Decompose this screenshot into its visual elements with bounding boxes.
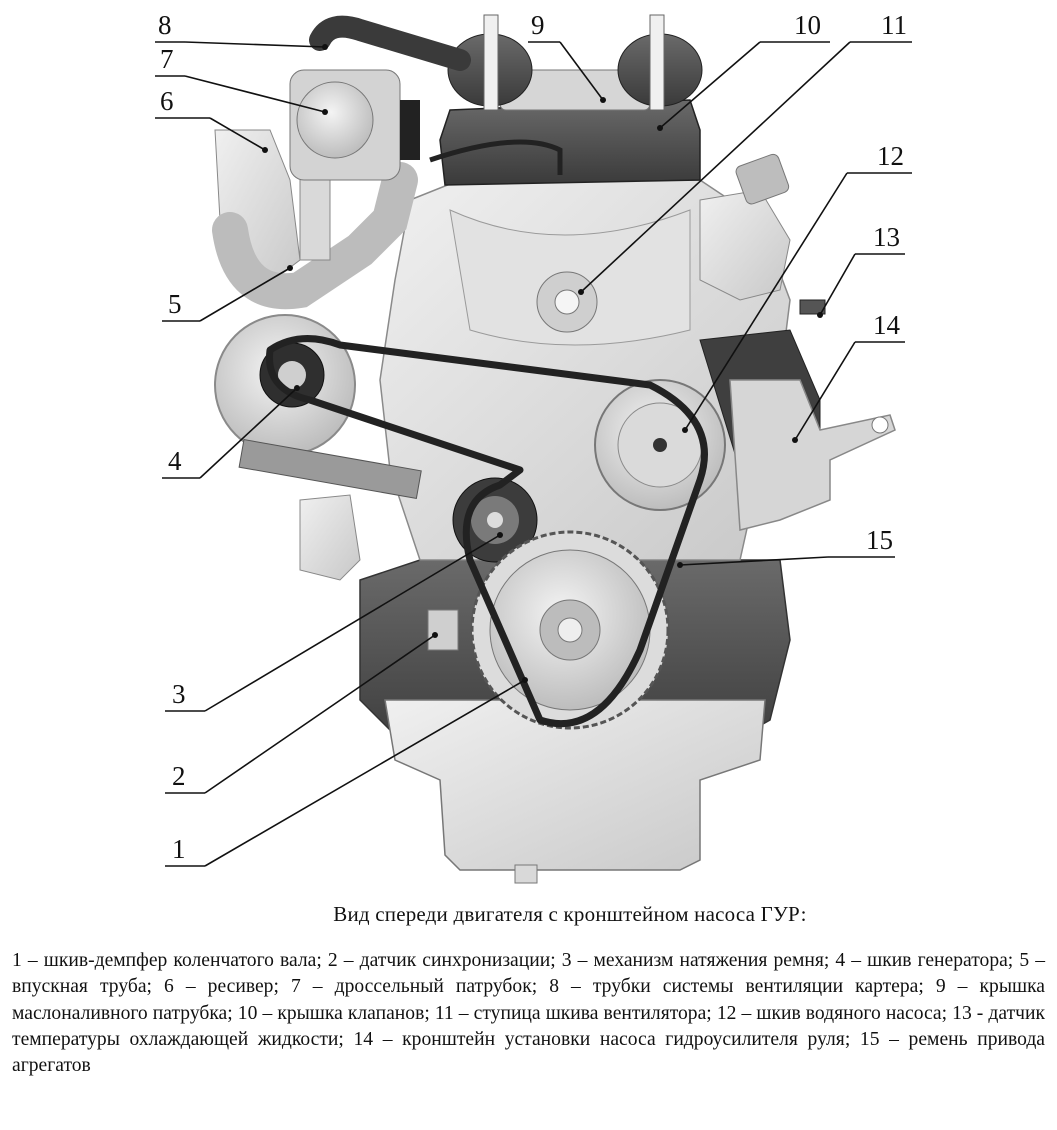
- leader-dot-13: [817, 312, 823, 318]
- callout-number-12: 12: [877, 141, 904, 171]
- callout-number-9: 9: [531, 10, 545, 40]
- leader-dot-11: [578, 289, 584, 295]
- callout-4: 4: [162, 385, 300, 479]
- leader-line-4: [199, 387, 298, 479]
- callout-number-4: 4: [168, 446, 182, 476]
- crankcase-vent-hose: [309, 15, 471, 71]
- callout-11: 11: [578, 10, 912, 295]
- callout-number-5: 5: [168, 289, 182, 319]
- leader-line-3: [204, 534, 501, 712]
- leader-dot-6: [262, 147, 268, 153]
- leader-dot-10: [657, 125, 663, 131]
- leader-dot-9: [600, 97, 606, 103]
- leader-dot-4: [294, 385, 300, 391]
- leader-dot-14: [792, 437, 798, 443]
- callout-number-6: 6: [160, 86, 174, 116]
- leader-dot-7: [322, 109, 328, 115]
- accessory-belt: [266, 335, 708, 728]
- callout-number-10: 10: [794, 10, 821, 40]
- leader-dot-12: [682, 427, 688, 433]
- engine-illustration: [212, 14, 896, 884]
- callout-6: 6: [155, 86, 268, 153]
- callout-3: 3: [165, 532, 503, 712]
- callout-2: 2: [165, 632, 438, 794]
- callout-1: 1: [165, 677, 528, 867]
- figure-legend: 1 – шкив-демпфер коленчатого вала; 2 – д…: [12, 950, 1045, 1077]
- callout-8: 8: [155, 10, 328, 50]
- callout-14: 14: [792, 310, 905, 443]
- leader-dot-8: [322, 44, 328, 50]
- valve-cover: [439, 99, 701, 186]
- leader-line-15: [679, 556, 829, 566]
- figure-caption: Вид спереди двигателя с кронштейном насо…: [333, 902, 807, 926]
- leader-line-12: [684, 172, 848, 431]
- callout-15: 15: [677, 525, 895, 568]
- callout-7: 7: [155, 44, 328, 115]
- callout-number-1: 1: [172, 834, 186, 864]
- callout-number-15: 15: [866, 525, 893, 555]
- leader-line-5: [199, 267, 291, 322]
- sync-sensor: [427, 609, 459, 651]
- leader-dot-1: [522, 677, 528, 683]
- leader-line-8: [184, 41, 326, 48]
- callout-13: 13: [817, 222, 905, 318]
- leader-line-1: [204, 679, 526, 867]
- callout-number-8: 8: [158, 10, 172, 40]
- callout-12: 12: [682, 141, 912, 433]
- callout-number-2: 2: [172, 761, 186, 791]
- leader-line-13: [819, 253, 856, 316]
- callout-9: 9: [528, 10, 606, 103]
- intake-pipe: [212, 162, 418, 310]
- callout-number-11: 11: [881, 10, 907, 40]
- oil-pan: [384, 699, 766, 871]
- callout-10: 10: [657, 10, 830, 131]
- leader-dot-5: [287, 265, 293, 271]
- leader-dot-15: [677, 562, 683, 568]
- callout-number-13: 13: [873, 222, 900, 252]
- callout-5: 5: [162, 265, 293, 322]
- leader-dot-3: [497, 532, 503, 538]
- leader-line-7: [184, 75, 326, 113]
- oil-drain-plug: [514, 864, 538, 884]
- callout-number-3: 3: [172, 679, 186, 709]
- leader-line-9: [559, 41, 604, 101]
- leader-line-6: [209, 117, 266, 151]
- leader-dot-2: [432, 632, 438, 638]
- throttle-body: [296, 81, 374, 159]
- leader-line-11: [580, 41, 851, 293]
- power-steering-bracket: [729, 379, 896, 531]
- leader-line-14: [794, 341, 856, 441]
- leader-line-2: [204, 634, 436, 794]
- callout-number-14: 14: [873, 310, 901, 340]
- callout-number-7: 7: [160, 44, 174, 74]
- leader-line-10: [659, 41, 761, 129]
